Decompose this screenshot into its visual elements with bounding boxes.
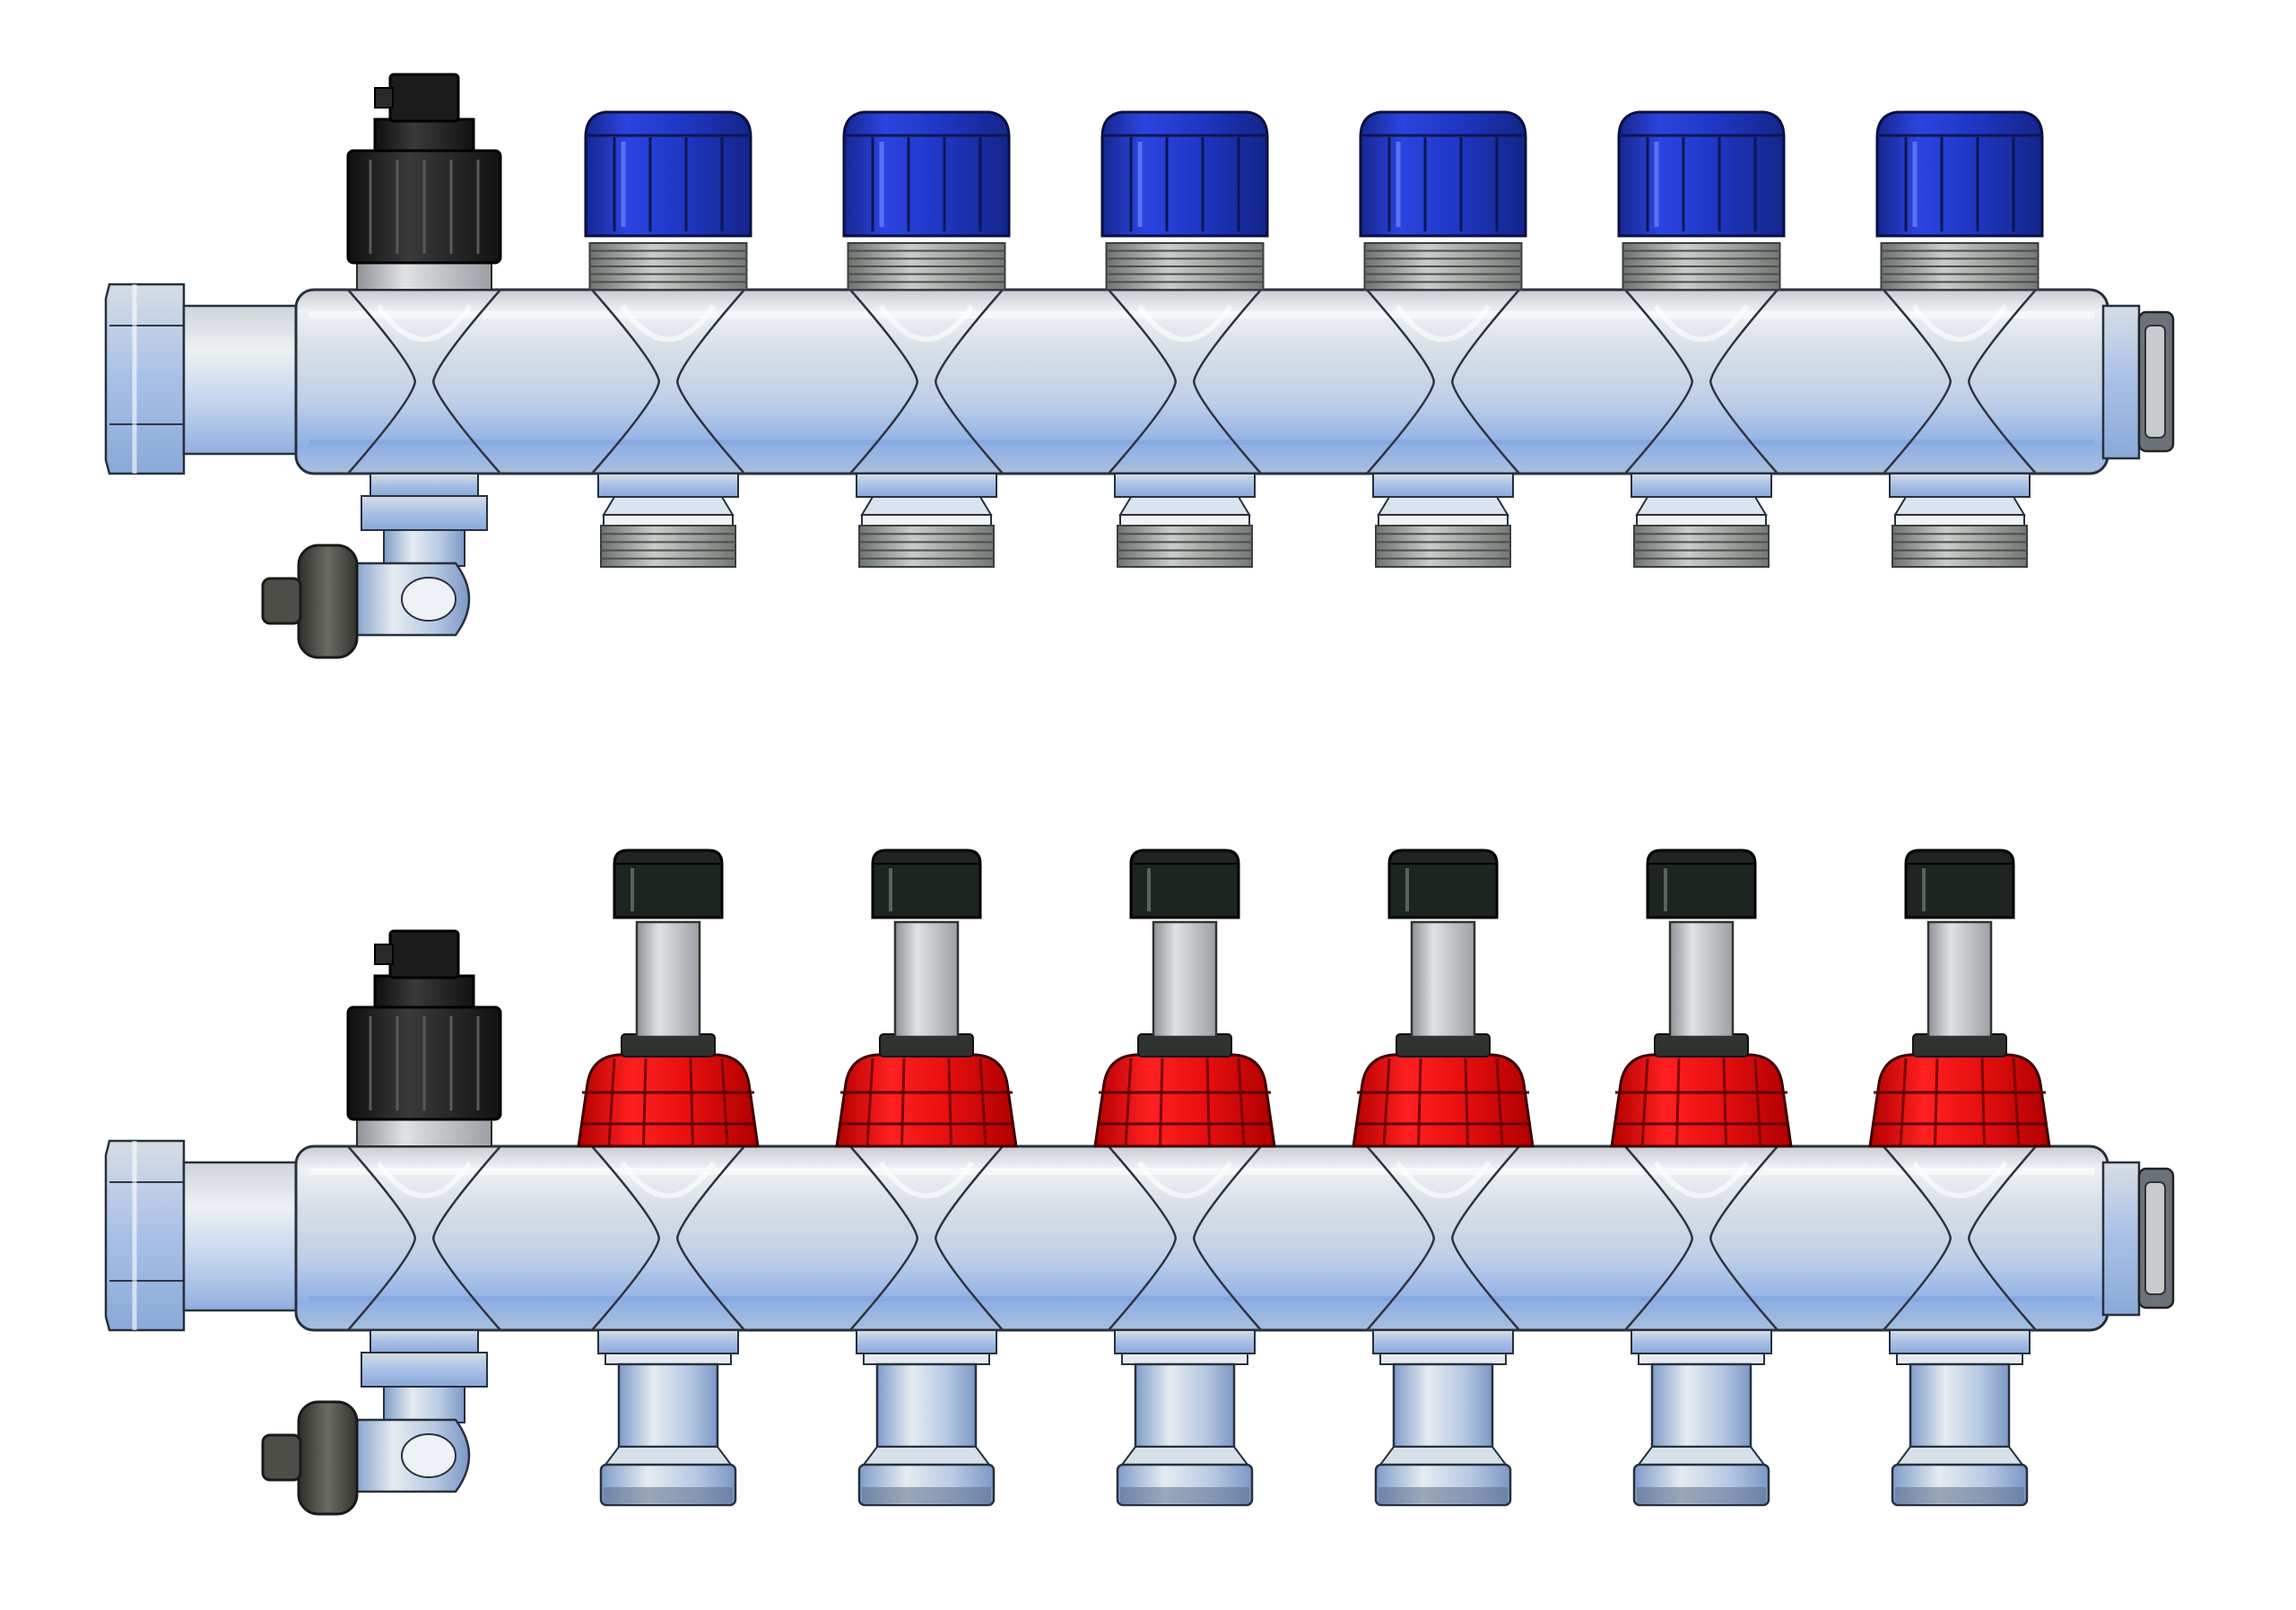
flowmeter-cap <box>1387 849 1499 919</box>
inlet-hex-nut <box>104 283 186 475</box>
flowmeter-sight-tube <box>893 920 960 1039</box>
return-outlet <box>1617 110 1786 568</box>
outlet-boss-outline <box>1622 1144 1780 1332</box>
outlet-boss-outline <box>345 1144 503 1332</box>
outlet-nut <box>856 1329 997 1354</box>
flowmeter-cap <box>1129 849 1240 919</box>
outlet-nut <box>1114 473 1256 498</box>
red-flowmeter-base <box>577 1053 760 1148</box>
drain-nut <box>370 1329 479 1353</box>
inlet-hex-nut <box>104 1139 186 1332</box>
inlet-neck <box>182 304 302 456</box>
outlet-nut <box>856 473 997 498</box>
outlet-nut <box>1889 1329 2031 1354</box>
air-vent-cap <box>388 929 460 979</box>
vent-ring <box>356 262 492 291</box>
air-vent <box>346 73 502 291</box>
outlet-boss-outline <box>1364 1144 1522 1332</box>
outlet-boss-outline <box>589 288 747 475</box>
outlet-boss-outline <box>1364 288 1522 475</box>
outlet-nut <box>597 473 739 498</box>
drain-valve-stem <box>261 577 302 625</box>
outlet-nut <box>1889 473 2031 498</box>
red-flowmeter-base <box>1093 1053 1276 1148</box>
return-outlet <box>1359 110 1527 568</box>
blue-handwheel-cap <box>584 110 752 238</box>
outlet-boss-outline <box>848 1144 1005 1332</box>
return-manifold <box>104 73 2175 659</box>
flowmeter-sight-tube <box>1926 920 1993 1039</box>
return-outlet <box>1875 110 2044 568</box>
flowmeter-cap <box>613 849 724 919</box>
flowmeter-sight-tube <box>635 920 701 1039</box>
blue-handwheel-cap <box>1875 110 2044 238</box>
return-outlet <box>842 110 1011 568</box>
air-vent <box>346 929 502 1147</box>
tailpiece-body <box>875 1362 978 1449</box>
flowmeter-cap <box>1904 849 2015 919</box>
drain-valve <box>261 1329 488 1516</box>
drain-valve-knob <box>297 544 359 659</box>
drain-valve-stem <box>261 1433 302 1482</box>
flowmeter-cap <box>871 849 982 919</box>
outlet-boss-outline <box>589 1144 747 1332</box>
blue-handwheel-cap <box>842 110 1011 238</box>
outlet-boss-outline <box>1106 1144 1264 1332</box>
tailpiece-body <box>1650 1362 1752 1449</box>
outlet-boss-outline <box>345 288 503 475</box>
flowmeter-sight-tube <box>1668 920 1735 1039</box>
red-flowmeter-base <box>835 1053 1018 1148</box>
supply-outlet <box>1093 849 1276 1507</box>
supply-outlet <box>1868 849 2051 1507</box>
outlet-boss-outline <box>1106 288 1264 475</box>
supply-manifold <box>104 849 2175 1516</box>
tailpiece-body <box>1392 1362 1494 1449</box>
vent-ring <box>356 1118 492 1147</box>
inlet-neck <box>182 1161 302 1312</box>
end-plug-nut <box>2101 1161 2141 1317</box>
end-plug-nut <box>2101 304 2141 460</box>
flowmeter-cap <box>1646 849 1757 919</box>
red-flowmeter-base <box>1868 1053 2051 1148</box>
red-flowmeter-base <box>1610 1053 1793 1148</box>
red-flowmeter-base <box>1352 1053 1535 1148</box>
outlet-boss-outline <box>1622 288 1780 475</box>
drain-nut <box>370 473 479 497</box>
blue-handwheel-cap <box>1359 110 1527 238</box>
outlet-boss-outline <box>848 288 1005 475</box>
tailpiece-body <box>1909 1362 2011 1449</box>
tailpiece-body <box>1134 1362 1236 1449</box>
outlet-nut <box>1631 473 1772 498</box>
air-vent-cap <box>388 73 460 123</box>
flowmeter-sight-tube <box>1152 920 1218 1039</box>
outlet-nut <box>597 1329 739 1354</box>
return-outlet <box>584 110 752 568</box>
supply-outlet <box>835 849 1018 1507</box>
drain-valve-knob <box>297 1400 359 1516</box>
outlet-nut <box>1114 1329 1256 1354</box>
outlet-boss-outline <box>1881 1144 2039 1332</box>
return-outlet <box>1100 110 1269 568</box>
blue-handwheel-cap <box>1617 110 1786 238</box>
supply-outlet <box>1610 849 1793 1507</box>
outlet-boss-outline <box>1881 288 2039 475</box>
blue-handwheel-cap <box>1100 110 1269 238</box>
supply-outlet <box>1352 849 1535 1507</box>
supply-outlet <box>577 849 760 1507</box>
outlet-nut <box>1372 473 1514 498</box>
drain-valve <box>261 473 488 659</box>
flowmeter-sight-tube <box>1410 920 1476 1039</box>
outlet-nut <box>1372 1329 1514 1354</box>
tailpiece-body <box>617 1362 719 1449</box>
outlet-nut <box>1631 1329 1772 1354</box>
